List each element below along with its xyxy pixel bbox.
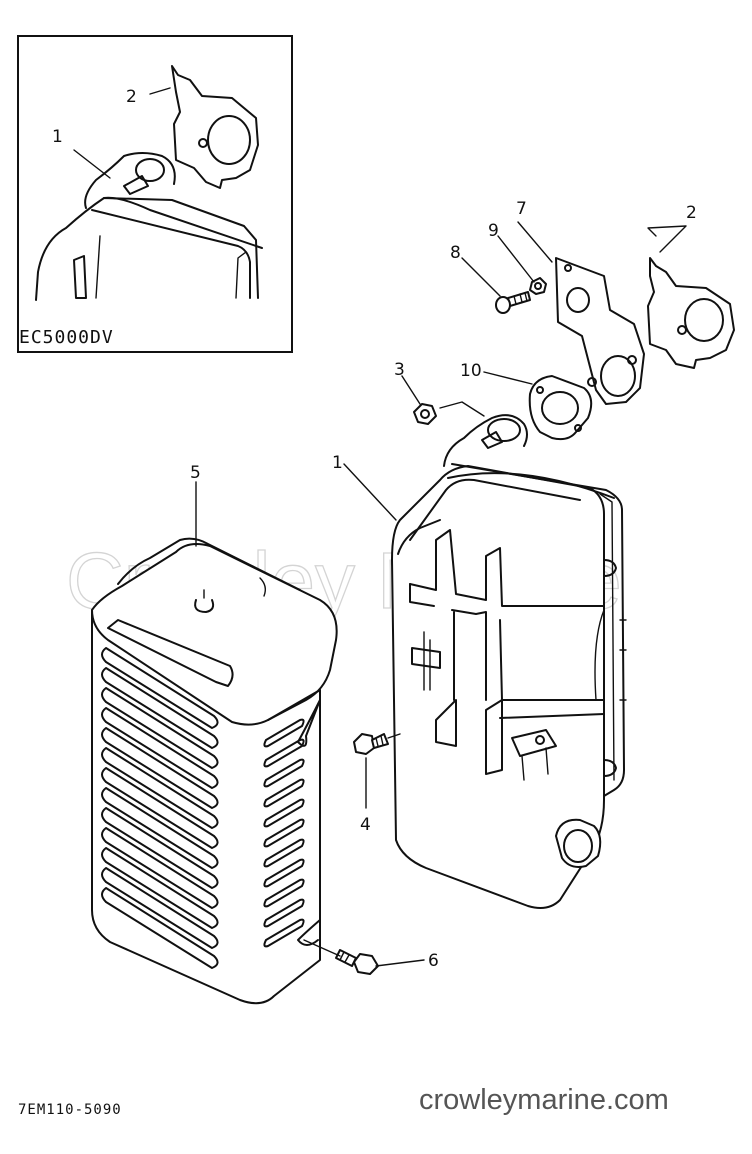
inset-ec5000dv: 2 1 xyxy=(17,35,293,353)
muffler-1 xyxy=(391,414,627,909)
screw-4 xyxy=(353,733,401,755)
callout-2: 2 xyxy=(686,203,697,223)
bolt-8 xyxy=(495,291,531,314)
gasket-10 xyxy=(528,375,593,441)
cover-front-slots xyxy=(101,647,219,969)
callout-6: 6 xyxy=(428,951,439,971)
callout-4: 4 xyxy=(360,815,371,835)
callout-9: 9 xyxy=(488,221,499,241)
plate-7 xyxy=(555,257,645,405)
callout-3: 3 xyxy=(394,360,405,380)
inset-callout-2: 2 xyxy=(126,87,137,107)
cover-side-slots xyxy=(263,718,305,948)
nut-3 xyxy=(413,403,437,425)
gasket-2 xyxy=(647,257,735,369)
diagram-code: 7EM110-5090 xyxy=(18,1102,122,1118)
cover-5 xyxy=(91,537,338,1005)
inset-callout-1: 1 xyxy=(52,127,63,147)
inset-gasket xyxy=(171,65,259,189)
callout-5: 5 xyxy=(190,463,201,483)
inset-model-label: EC5000DV xyxy=(19,327,114,348)
callout-10: 10 xyxy=(460,361,482,381)
inset-frame xyxy=(17,35,293,353)
callout-1: 1 xyxy=(332,453,343,473)
callout-7: 7 xyxy=(516,199,527,219)
inset-muffler xyxy=(35,152,263,301)
callout-8: 8 xyxy=(450,243,461,263)
leader-lines xyxy=(195,221,687,967)
screw-6 xyxy=(335,949,379,975)
site-url-text: crowleymarine.com xyxy=(419,1084,669,1116)
